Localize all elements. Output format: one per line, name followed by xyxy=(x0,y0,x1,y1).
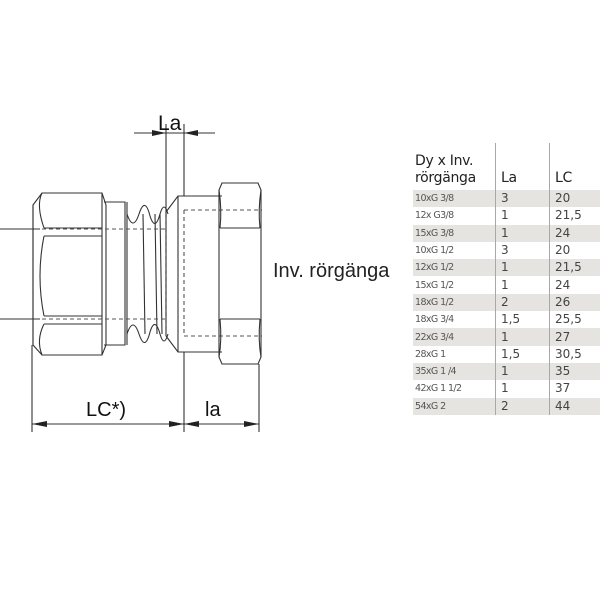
thread-section xyxy=(126,204,169,344)
cell-lc: 20 xyxy=(549,241,600,260)
cell-lc: 27 xyxy=(549,328,600,346)
cell-size: 28xG 1 xyxy=(415,348,446,360)
header-line1: Dy x Inv. xyxy=(415,153,474,169)
dimension-label-la-bottom: la xyxy=(205,399,221,421)
cell-la: 2 xyxy=(495,293,550,312)
cell-size: 18xG 3/4 xyxy=(415,314,454,326)
cell-la: 1 xyxy=(495,207,550,225)
inner-bore-dashed xyxy=(42,209,262,337)
cell-lc: 21,5 xyxy=(549,259,600,277)
cell-lc: 35 xyxy=(549,362,600,381)
cell-la: 3 xyxy=(495,241,550,260)
cell-lc: 20 xyxy=(549,190,600,208)
cell-size: 22xG 3/4 xyxy=(413,328,496,346)
dimension-label-lc: LC*) xyxy=(86,399,127,421)
right-hex-nut xyxy=(218,182,262,365)
cell-la: 1 xyxy=(495,224,550,242)
cell-la: 1 xyxy=(495,380,550,398)
header-dy-thread: Dy x Inv.rörgänga xyxy=(413,143,496,190)
header-line2: rörgänga xyxy=(415,170,476,186)
dimension-label-la-top: La xyxy=(158,112,182,135)
header-lc: LC xyxy=(549,143,600,190)
cell-size: 42xG 1 1/2 xyxy=(415,383,462,395)
cell-size: 54xG 2 xyxy=(413,397,496,415)
cell-lc: 25,5 xyxy=(549,311,600,329)
cell-lc: 21,5 xyxy=(549,207,600,225)
cell-la: 1,5 xyxy=(495,345,550,363)
cell-la: 1 xyxy=(495,328,550,346)
header-la: La xyxy=(495,143,550,190)
cell-lc: 30,5 xyxy=(549,345,600,363)
right-body-cone xyxy=(165,195,222,353)
cell-size: 10xG 3/8 xyxy=(413,190,496,208)
cell-lc: 24 xyxy=(549,276,600,294)
table-header-row: Dy x Inv.rörgänga La LC xyxy=(413,143,600,190)
cell-size: 15xG 3/8 xyxy=(413,224,496,242)
left-hex-nut xyxy=(32,192,107,356)
dimension-arrows xyxy=(32,130,259,427)
cell-la: 1 xyxy=(495,259,550,277)
cell-size: 15xG 1/2 xyxy=(415,279,454,291)
inner-thread-label: Inv. rörgänga xyxy=(273,260,390,282)
cell-lc: 24 xyxy=(549,224,600,242)
cell-la: 3 xyxy=(495,190,550,208)
cell-size: 35xG 1 /4 xyxy=(413,362,496,381)
cell-size: 12xG 1/2 xyxy=(413,259,496,277)
cell-la: 1 xyxy=(495,276,550,294)
cell-la: 2 xyxy=(495,397,550,415)
cell-lc: 26 xyxy=(549,293,600,312)
cell-lc: 44 xyxy=(549,397,600,415)
cell-size: 12x G3/8 xyxy=(415,210,454,222)
cell-la: 1 xyxy=(495,362,550,381)
cell-lc: 37 xyxy=(549,380,600,398)
cell-size: 10xG 1/2 xyxy=(415,245,454,257)
cell-size: 18xG 1/2 xyxy=(413,293,496,312)
cell-la: 1,5 xyxy=(495,311,550,329)
left-collar xyxy=(104,201,126,346)
